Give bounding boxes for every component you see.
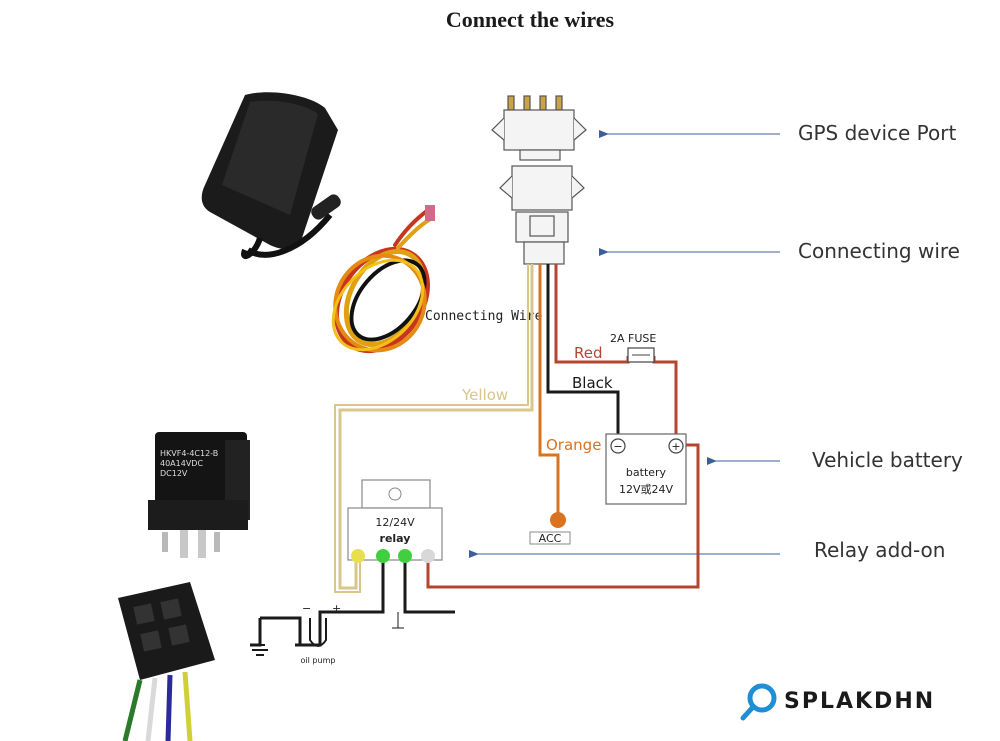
acc-label: ACC xyxy=(539,532,562,545)
relay-voltage: 12/24V xyxy=(375,516,415,529)
yellow-wire xyxy=(338,264,534,590)
relay-output-wire xyxy=(250,560,385,647)
vehicle-battery xyxy=(605,433,687,505)
acc-terminal xyxy=(529,512,571,545)
relay-label: relay xyxy=(380,532,411,545)
relay-module xyxy=(347,479,443,563)
oil-pump-plus: + xyxy=(332,602,341,615)
connecting-wire-photo xyxy=(331,205,435,354)
gps-port-callout: GPS device Port xyxy=(798,121,956,145)
battery-minus: − xyxy=(613,440,622,453)
search-logo-icon xyxy=(740,683,777,721)
relay-photo xyxy=(148,432,250,558)
fuse xyxy=(627,347,655,363)
oil-pump xyxy=(252,612,404,656)
relay-photo-coil: DC12V xyxy=(160,469,188,478)
brand-logo-text: SPLAKDHN xyxy=(784,689,935,714)
black-wire-label: Black xyxy=(572,374,613,392)
oil-pump-minus: − xyxy=(302,602,311,615)
connecting-wire-photo-label: Connecting Wire xyxy=(425,309,543,324)
page-title: Connect the wires xyxy=(446,7,615,32)
oil-pump-label: oil pump xyxy=(301,656,336,665)
gps-device-port xyxy=(491,95,587,161)
vehicle-battery-callout: Vehicle battery xyxy=(812,448,963,472)
black-wire xyxy=(546,264,620,440)
orange-wire xyxy=(538,264,560,515)
relay-socket-photo xyxy=(118,582,215,741)
battery-voltage: 12V或24V xyxy=(619,483,674,496)
gps-tracker-device xyxy=(201,92,341,259)
connecting-wire-connector xyxy=(499,165,585,265)
yellow-wire-label: Yellow xyxy=(461,386,508,404)
fuse-label: 2A FUSE xyxy=(610,332,656,345)
orange-wire-label: Orange xyxy=(546,436,601,454)
relay-addon-callout: Relay add-on xyxy=(814,538,945,562)
relay-photo-rating: 40A14VDC xyxy=(160,459,203,468)
connecting-wire-callout: Connecting wire xyxy=(798,239,960,263)
battery-label: battery xyxy=(626,466,667,479)
red-wire-label: Red xyxy=(574,344,603,362)
relay-photo-model: HKVF4-4C12-B xyxy=(160,449,218,458)
battery-plus: + xyxy=(671,440,680,453)
